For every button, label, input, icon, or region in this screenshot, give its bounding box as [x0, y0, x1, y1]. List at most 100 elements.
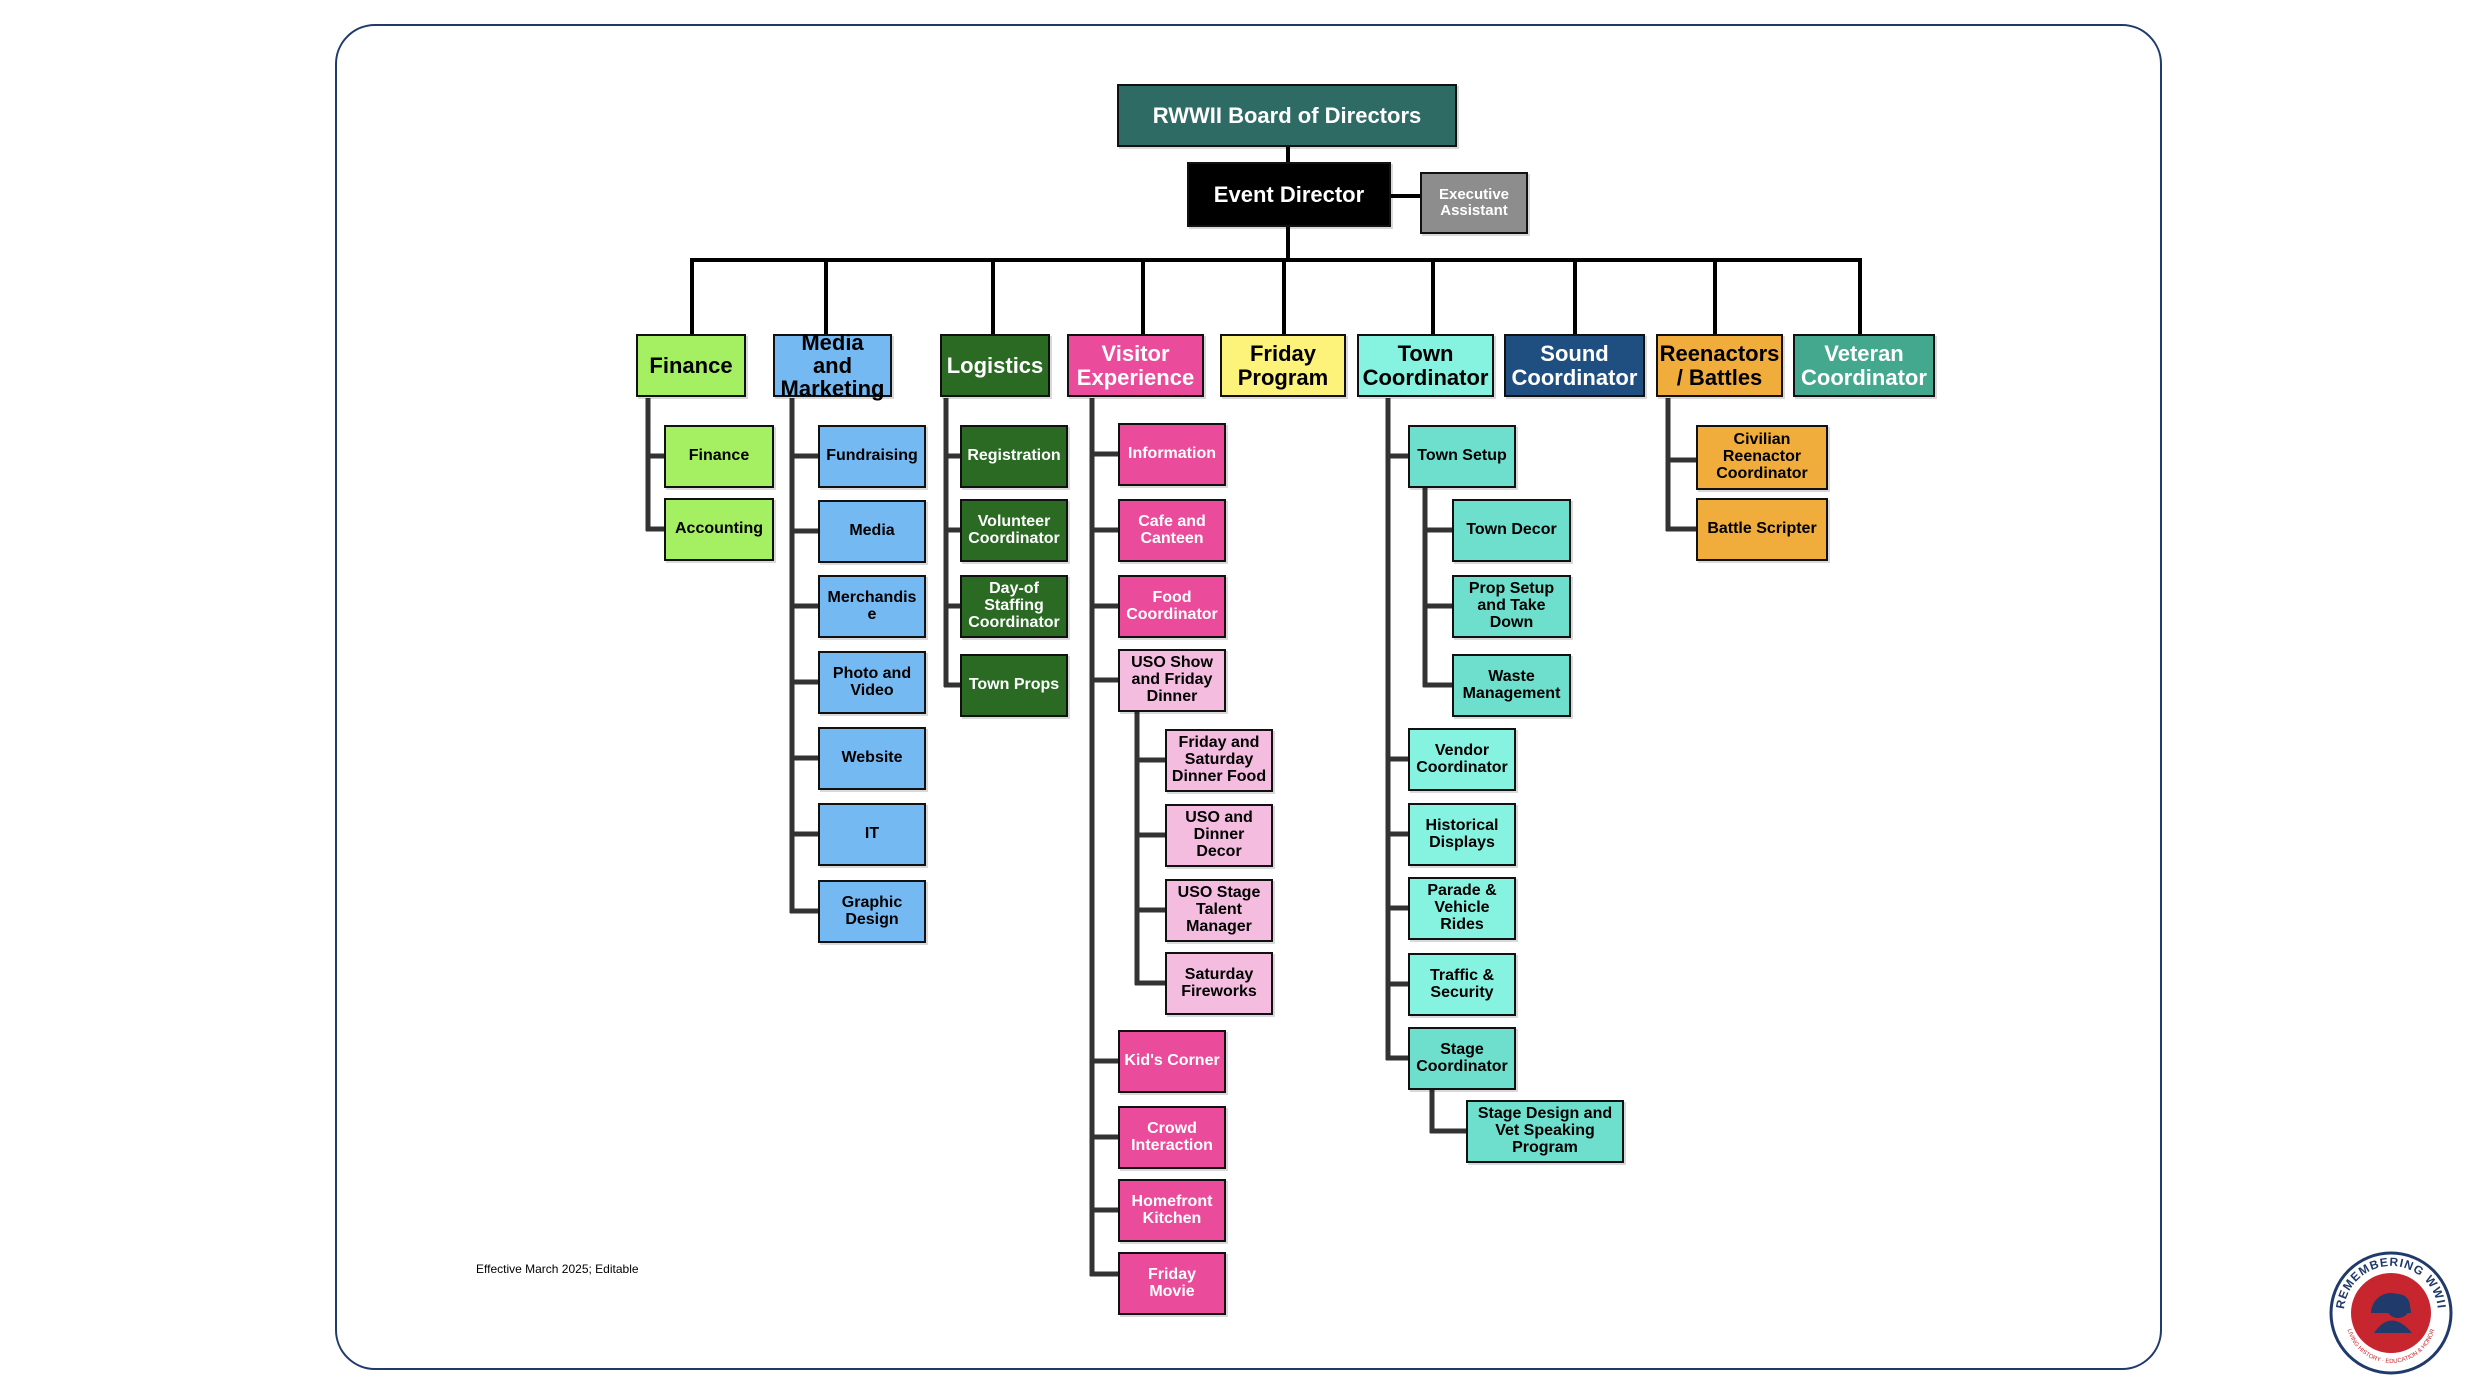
town-setup-item-label: Prop Setup and Take Down	[1468, 580, 1555, 631]
board-label: RWWII Board of Directors	[1152, 102, 1422, 128]
uso-item-label: USO and Dinner Decor	[1185, 809, 1253, 860]
uso-item: USO and Dinner Decor	[1165, 804, 1273, 867]
visitor-item: Homefront Kitchen	[1118, 1179, 1226, 1242]
uso-item: USO Stage Talent Manager	[1165, 879, 1273, 942]
logistics-item-label: Registration	[967, 447, 1061, 465]
finance-item: Accounting	[664, 498, 774, 561]
dept-town-label: Town Coordinator	[1362, 341, 1489, 390]
uso-item: Friday and Saturday Dinner Food	[1165, 729, 1273, 792]
dept-media-marketing: Media and Marketing	[773, 329, 892, 402]
town-item: Town Setup	[1408, 425, 1516, 488]
logistics-item: Registration	[960, 425, 1068, 488]
logistics-item: Town Props	[960, 654, 1068, 717]
uso-item-label: Saturday Fireworks	[1181, 965, 1257, 1000]
reenactors-item: Battle Scripter	[1696, 498, 1828, 561]
town-item: Vendor Coordinator	[1408, 728, 1516, 791]
visitor-item-label: Friday Movie	[1147, 1265, 1196, 1300]
visitor-item: Kid's Corner	[1118, 1030, 1226, 1093]
exec-assistant-label: Executive Assistant	[1438, 186, 1510, 219]
town-item-label: Parade & Vehicle Rides	[1427, 882, 1497, 933]
media-item-label: Graphic Design	[841, 893, 903, 928]
dept-finance-label: Finance	[649, 352, 733, 378]
reenactors-item-label: Battle Scripter	[1707, 520, 1817, 538]
visitor-item-label: Information	[1128, 445, 1216, 463]
dept-reenactors-label: Reenactors / Battles	[1659, 341, 1780, 390]
reenactors-item: Civilian Reenactor Coordinator	[1696, 425, 1828, 490]
town-item-label: Stage Coordinator	[1416, 1040, 1508, 1075]
uso-item-label: Friday and Saturday Dinner Food	[1171, 734, 1267, 785]
dept-sound-coordinator: Sound Coordinator	[1504, 334, 1645, 397]
dept-friday-label: Friday Program	[1237, 341, 1329, 390]
town-item-label: Traffic & Security	[1429, 966, 1494, 1001]
media-item-label: Fundraising	[826, 447, 918, 465]
dept-finance: Finance	[636, 334, 746, 397]
visitor-item-label: Kid's Corner	[1124, 1052, 1220, 1070]
finance-item-label: Finance	[688, 447, 750, 465]
logistics-item: Volunteer Coordinator	[960, 499, 1068, 562]
dept-reenactors-battles: Reenactors / Battles	[1656, 334, 1783, 397]
media-item: Photo and Video	[818, 651, 926, 714]
finance-item-label: Accounting	[675, 520, 763, 538]
reenactors-item-label: Civilian Reenactor Coordinator	[1716, 431, 1808, 482]
town-item: Historical Displays	[1408, 803, 1516, 866]
media-item-label: Website	[841, 749, 903, 767]
dept-logistics-label: Logistics	[946, 352, 1044, 378]
visitor-item: Information	[1118, 423, 1226, 486]
logistics-item-label: Town Props	[968, 676, 1060, 694]
media-item-label: IT	[864, 825, 880, 843]
dept-media-label: Media and Marketing	[780, 329, 885, 402]
remembering-wwii-logo: REMEMBERING WWII LIVING HISTORY · EDUCAT…	[2329, 1251, 2453, 1375]
logistics-item-label: Day-of Staffing Coordinator	[968, 580, 1060, 631]
media-item: Merchandis e	[818, 575, 926, 638]
dept-sound-label: Sound Coordinator	[1511, 341, 1638, 390]
media-item-label: Media	[849, 522, 895, 540]
logistics-item: Day-of Staffing Coordinator	[960, 575, 1068, 638]
footnote: Effective March 2025; Editable	[476, 1262, 639, 1276]
board-of-directors-box: RWWII Board of Directors	[1117, 84, 1457, 147]
dept-veteran-coordinator: Veteran Coordinator	[1793, 334, 1935, 397]
media-item: Fundraising	[818, 425, 926, 488]
town-setup-item-label: Waste Management	[1462, 667, 1561, 702]
dept-veteran-label: Veteran Coordinator	[1801, 341, 1927, 390]
uso-item: Saturday Fireworks	[1165, 952, 1273, 1015]
visitor-item-label: USO Show and Friday Dinner	[1131, 654, 1213, 705]
town-setup-item: Waste Management	[1452, 654, 1571, 717]
town-item-label: Town Setup	[1417, 447, 1507, 465]
media-item: IT	[818, 803, 926, 866]
logistics-item-label: Volunteer Coordinator	[968, 512, 1060, 547]
slide-frame	[335, 24, 2162, 1370]
visitor-item: Cafe and Canteen	[1118, 499, 1226, 562]
uso-item-label: USO Stage Talent Manager	[1177, 884, 1261, 935]
dept-visitor-experience: Visitor Experience	[1067, 334, 1204, 397]
executive-assistant-box: Executive Assistant	[1420, 172, 1528, 234]
finance-item: Finance	[664, 425, 774, 488]
visitor-item: USO Show and Friday Dinner	[1118, 649, 1226, 712]
visitor-item-label: Homefront Kitchen	[1131, 1192, 1213, 1227]
town-setup-item: Prop Setup and Take Down	[1452, 575, 1571, 638]
visitor-item: Crowd Interaction	[1118, 1106, 1226, 1169]
town-item: Traffic & Security	[1408, 953, 1516, 1016]
media-item-label: Photo and Video	[832, 664, 912, 699]
visitor-item-label: Crowd Interaction	[1131, 1119, 1213, 1154]
visitor-item-label: Food Coordinator	[1126, 588, 1218, 623]
visitor-item: Food Coordinator	[1118, 575, 1226, 638]
media-item: Media	[818, 500, 926, 563]
town-item: Stage Coordinator	[1408, 1027, 1516, 1090]
town-item-label: Vendor Coordinator	[1416, 741, 1508, 776]
media-item: Website	[818, 727, 926, 790]
dept-friday-program: Friday Program	[1220, 334, 1346, 397]
stage-item-label: Stage Design and Vet Speaking Program	[1477, 1105, 1613, 1156]
media-item: Graphic Design	[818, 880, 926, 943]
media-item-label: Merchandis e	[827, 588, 917, 623]
town-item-label: Historical Displays	[1425, 816, 1499, 851]
visitor-item: Friday Movie	[1118, 1252, 1226, 1315]
dept-town-coordinator: Town Coordinator	[1357, 334, 1494, 397]
dept-logistics: Logistics	[940, 334, 1050, 397]
town-item: Parade & Vehicle Rides	[1408, 877, 1516, 940]
stage-item: Stage Design and Vet Speaking Program	[1466, 1100, 1624, 1163]
town-setup-item: Town Decor	[1452, 499, 1571, 562]
visitor-item-label: Cafe and Canteen	[1138, 512, 1206, 547]
director-label: Event Director	[1213, 181, 1365, 207]
dept-visitor-label: Visitor Experience	[1076, 341, 1195, 390]
